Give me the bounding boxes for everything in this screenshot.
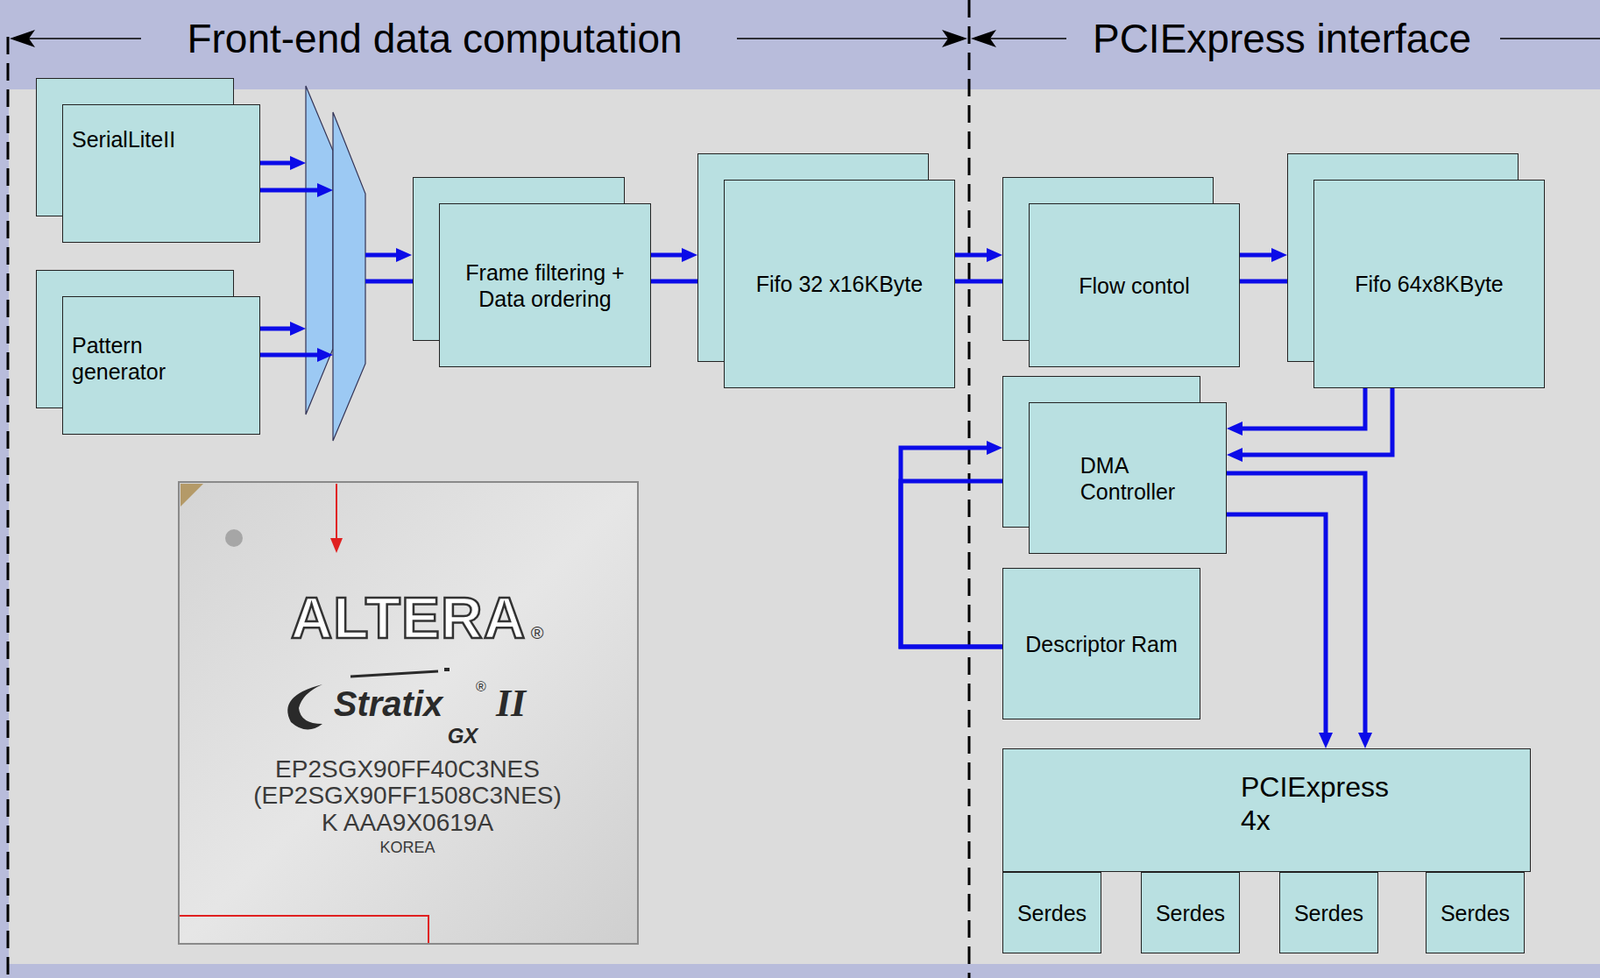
region-heading: Front-end data computation xyxy=(186,16,682,62)
arrow-head xyxy=(941,29,968,48)
process-box: Fifo 64x8KByte xyxy=(1313,179,1545,389)
connector xyxy=(1226,388,1366,436)
serdes-box: Serdes xyxy=(1140,871,1240,954)
connector-line xyxy=(1239,253,1275,258)
connector xyxy=(1226,473,1373,749)
arrow-head xyxy=(681,247,698,262)
connector-line xyxy=(955,253,991,258)
connector-line xyxy=(900,447,1003,647)
chip-logo: GX xyxy=(447,724,479,748)
connector-line xyxy=(651,253,686,258)
arrow-head xyxy=(986,440,1003,455)
connector xyxy=(1226,514,1333,749)
data-arrow xyxy=(260,326,293,332)
chip-mark: ® xyxy=(475,679,487,695)
chip-logo: Stratix xyxy=(333,684,444,723)
serdes-box: Serdes xyxy=(1279,871,1379,954)
data-arrow xyxy=(260,188,320,193)
arrow-head xyxy=(9,29,36,48)
arrow-head xyxy=(970,29,997,48)
process-box: SerialLiteII xyxy=(62,104,261,243)
chip-mark: ® xyxy=(530,623,545,643)
arrow-head xyxy=(986,247,1003,262)
multiplexer xyxy=(305,85,333,415)
process-box: Descriptor Ram xyxy=(1002,567,1201,720)
region-divider xyxy=(7,36,10,978)
chip-package xyxy=(178,481,638,944)
serdes-box: Serdes xyxy=(1002,871,1102,954)
arrow-head xyxy=(290,321,306,336)
pin-one-corner xyxy=(180,483,204,507)
connector-line xyxy=(1238,388,1366,429)
box-label: SerialLiteII xyxy=(71,126,176,153)
box-label: Serdes xyxy=(1155,899,1225,927)
data-arrow xyxy=(260,353,320,358)
serdes-box: Serdes xyxy=(1425,871,1525,954)
process-box: Flow contol xyxy=(1028,203,1240,368)
arrow-head xyxy=(1271,247,1288,262)
logo-dash xyxy=(444,667,450,672)
span-arrow xyxy=(736,37,951,40)
connector-line xyxy=(1226,473,1366,737)
process-box: DMA Controller xyxy=(1028,402,1227,554)
region-heading: PCIExpress interface xyxy=(1092,16,1472,62)
process-box: PCIExpress 4x xyxy=(1002,748,1531,872)
connector xyxy=(1226,388,1393,462)
chip-logo: ALTERA xyxy=(290,586,527,651)
box-label: Descriptor Ram xyxy=(1025,630,1178,658)
arrow-head xyxy=(1226,447,1243,462)
logo-swoosh xyxy=(287,684,323,730)
part-number: (EP2SGX90FF1508C3NES) xyxy=(253,782,562,810)
chip-logo: II xyxy=(495,682,526,725)
connector xyxy=(651,247,698,262)
data-arrow xyxy=(260,161,293,166)
pin-dot xyxy=(225,529,243,547)
box-label: Flow contol xyxy=(1078,272,1190,299)
box-label: Fifo 64x8KByte xyxy=(1354,270,1504,298)
box-label: Frame filtering + Data ordering xyxy=(460,259,630,312)
connector xyxy=(1239,247,1288,262)
process-box: Frame filtering + Data ordering xyxy=(438,203,652,368)
multiplexer xyxy=(332,112,366,441)
red-marker xyxy=(179,915,429,943)
connector-line xyxy=(1226,514,1326,737)
arrow-head xyxy=(1358,732,1373,749)
box-label: Serdes xyxy=(1017,899,1087,927)
box-label: Serdes xyxy=(1440,899,1510,927)
arrow-head xyxy=(396,247,412,262)
connector xyxy=(900,440,1003,647)
data-arrow xyxy=(365,253,399,258)
region-divider xyxy=(968,0,971,978)
span-arrow xyxy=(26,37,142,40)
arrow-head xyxy=(1226,421,1243,436)
box-label: DMA Controller xyxy=(1080,452,1176,505)
box-label: Serdes xyxy=(1294,899,1364,927)
arrow-head xyxy=(317,183,333,198)
red-marker xyxy=(330,538,343,553)
content-panel xyxy=(8,89,1600,964)
connector-line xyxy=(900,481,1017,647)
red-marker xyxy=(335,483,338,540)
arrow-head xyxy=(1318,732,1333,749)
box-label: Pattern generator xyxy=(71,332,166,385)
box-label: Fifo 32 x16KByte xyxy=(756,270,923,298)
chip-photo xyxy=(178,481,638,944)
connector-line xyxy=(1238,388,1393,455)
connector xyxy=(955,247,1003,262)
process-box: Pattern generator xyxy=(62,296,261,435)
box-label: PCIExpress 4x xyxy=(1240,770,1389,838)
span-arrow xyxy=(986,37,1067,40)
logo-swoosh xyxy=(350,671,439,677)
arrow-head xyxy=(317,347,333,362)
lot-code: K AAA9X0619A xyxy=(321,809,494,837)
arrow-head xyxy=(290,155,306,170)
span-arrow xyxy=(1500,37,1600,40)
origin-mark: KOREA xyxy=(379,839,435,857)
process-box: Fifo 32 x16KByte xyxy=(723,179,956,389)
part-number: EP2SGX90FF40C3NES xyxy=(275,756,540,784)
